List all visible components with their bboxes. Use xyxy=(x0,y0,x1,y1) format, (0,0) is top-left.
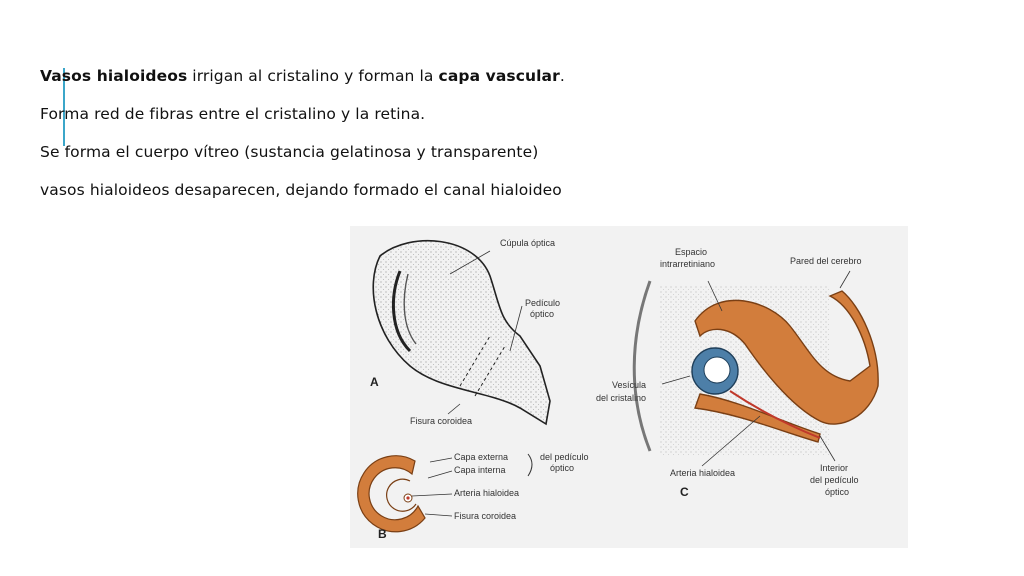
label-del-cristalino: del cristalino xyxy=(596,393,646,403)
text-run: Forma red de fibras entre el cristalino … xyxy=(40,105,426,123)
label-pediculo: Pedículo xyxy=(525,298,560,308)
label-interior-optico: óptico xyxy=(825,487,849,497)
label-fisura-coroidea-b: Fisura coroidea xyxy=(454,511,516,521)
accent-bar xyxy=(63,68,65,146)
bullet-list: Vasos hialoideos irrigan al cristalino y… xyxy=(40,67,760,219)
label-pared-del-cerebro: Pared del cerebro xyxy=(790,256,862,266)
label-fisura-coroidea-a: Fisura coroidea xyxy=(410,416,472,426)
bullet-item: Se forma el cuerpo vítreo (sustancia gel… xyxy=(40,143,760,162)
text-run: . xyxy=(559,67,565,85)
text-run: Se forma el cuerpo vítreo (sustancia gel… xyxy=(40,143,539,161)
bold-text: capa vascular xyxy=(438,67,560,85)
label-arteria-hialoidea-c: Arteria hialoidea xyxy=(670,468,735,478)
label-arteria-hialoidea-b: Arteria hialoidea xyxy=(454,488,519,498)
text-run: irrigan al cristalino y forman la xyxy=(187,67,439,85)
label-espacio: Espacio xyxy=(675,247,707,257)
panel-b-drawing xyxy=(357,453,533,533)
label-capa-interna: Capa interna xyxy=(454,465,506,475)
panel-letter-a: A xyxy=(370,375,379,389)
panel-letter-c: C xyxy=(680,485,689,499)
panel-c-drawing xyxy=(632,270,879,467)
panel-letter-b: B xyxy=(378,527,387,541)
bold-text: Vasos hialoideos xyxy=(40,67,188,85)
bullet-item: Forma red de fibras entre el cristalino … xyxy=(40,105,760,124)
panel-a-drawing xyxy=(372,239,551,426)
label-capa-externa: Capa externa xyxy=(454,452,508,462)
label-intrarretiniano: intrarretiniano xyxy=(660,259,715,269)
label-cupula-optica: Cúpula óptica xyxy=(500,238,555,248)
label-vesicula: Vesícula xyxy=(612,380,646,390)
embryology-figure: Cúpula óptica Pedículo óptico Fisura cor… xyxy=(350,226,908,548)
figure-svg: Cúpula óptica Pedículo óptico Fisura cor… xyxy=(357,238,879,541)
label-optico: óptico xyxy=(530,309,554,319)
bullet-item: vasos hialoideos desaparecen, dejando fo… xyxy=(40,181,760,200)
bullet-item: Vasos hialoideos irrigan al cristalino y… xyxy=(40,67,760,86)
label-interior: Interior xyxy=(820,463,848,473)
label-del-pediculo: del pedículo xyxy=(540,452,589,462)
text-run: vasos hialoideos desaparecen, dejando fo… xyxy=(40,181,562,199)
label-interior-del-pediculo: del pedículo xyxy=(810,475,859,485)
label-del-pediculo-optico: óptico xyxy=(550,463,574,473)
